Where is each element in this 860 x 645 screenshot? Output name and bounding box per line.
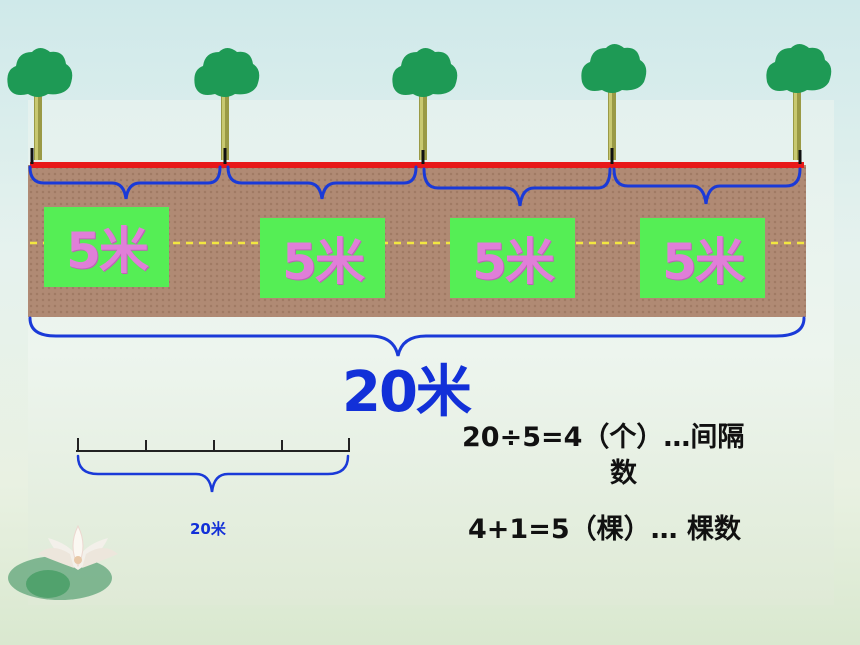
interval-label-box: 5米 <box>44 207 169 287</box>
interval-label: 5米 <box>66 222 149 280</box>
interval-label-box: 5米 <box>260 218 385 298</box>
tree-icon <box>194 48 260 160</box>
total-brace <box>28 316 806 357</box>
interval-label: 5米 <box>662 233 745 291</box>
lotus-flower-icon <box>8 524 118 600</box>
interval-label: 5米 <box>282 233 365 291</box>
tree-icon <box>7 48 73 160</box>
tree-position-ticks <box>30 148 802 164</box>
interval-brace <box>226 165 418 200</box>
tree-icon <box>581 44 647 160</box>
interval-brace <box>612 167 802 205</box>
interval-label: 5米 <box>472 233 555 291</box>
interval-label-box: 5米 <box>640 218 765 298</box>
interval-formula-continuation: 数 <box>610 458 637 489</box>
tree-icon <box>766 44 832 160</box>
small-total-brace <box>76 454 350 493</box>
total-length-label: 20米 <box>342 360 472 425</box>
small-scale-diagram <box>76 438 350 452</box>
interval-brace <box>422 167 612 207</box>
interval-formula: 20÷5=4（个）…间隔 <box>462 422 745 453</box>
interval-label-box: 5米 <box>450 218 575 298</box>
tree-count-formula: 4+1=5（棵）… 棵数 <box>468 514 742 545</box>
tree-icon <box>392 48 458 160</box>
small-total-label: 20米 <box>190 520 226 538</box>
interval-brace <box>28 165 222 200</box>
